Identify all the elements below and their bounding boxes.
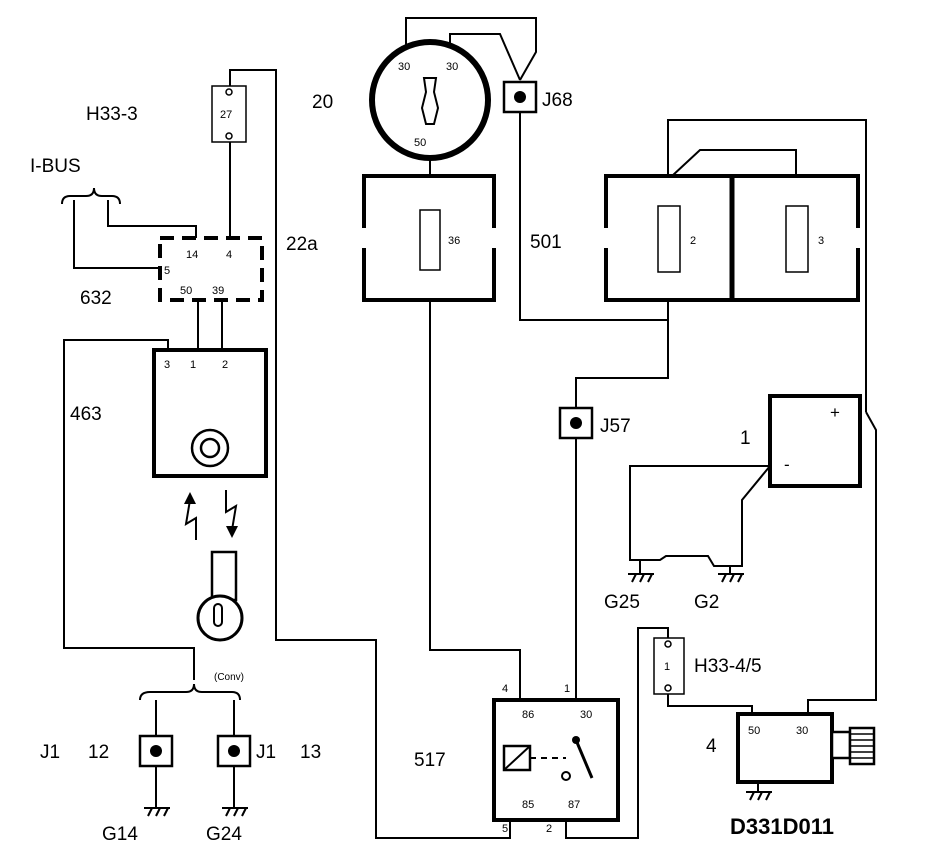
g2-label: G2: [694, 592, 719, 613]
ground-g25-icon: [628, 573, 654, 583]
connector-j1-13: [216, 734, 252, 768]
463-pin-2: 2: [222, 359, 228, 371]
relay-pin-1: 1: [564, 683, 570, 695]
wire-relay2-h33: [565, 627, 669, 839]
starter-pin-50: 50: [748, 725, 760, 737]
relay-switch-icon: [574, 739, 594, 779]
battery-label: 1: [740, 428, 751, 449]
relay-label: 517: [414, 750, 446, 771]
fuse-box-36: 36: [360, 174, 498, 302]
relay-pin-30: 30: [580, 709, 592, 721]
h33-4-5-fuse: 1: [664, 661, 670, 673]
j57-label: J57: [600, 416, 631, 437]
fuse-27: 27: [211, 85, 247, 143]
wire-ibus-5: [73, 200, 160, 269]
fuse-h33-4-5: 1: [653, 637, 685, 695]
g14-label: G14: [102, 824, 138, 845]
632-pin-39: 39: [212, 285, 224, 297]
h33-4-5-label: H33-4/5: [694, 656, 762, 677]
632-pin-5: 5: [164, 265, 170, 277]
wire-36-relay4: [429, 270, 521, 700]
wire-463-3: [63, 339, 195, 680]
632-label: 632: [80, 288, 112, 309]
j1-12-prefix: J1: [40, 742, 60, 763]
relay-517: 4 1 86 30 85 87: [492, 683, 620, 822]
j1-13-prefix: J1: [256, 742, 276, 763]
g24-label: G24: [206, 824, 242, 845]
key-slot-icon: [420, 77, 440, 125]
fuse-36-label: 36: [448, 235, 460, 247]
h33-3-label: H33-3: [86, 104, 138, 125]
wire-h33-starter: [667, 694, 753, 714]
wire-h33-top: [229, 69, 511, 839]
ground-g14-icon: [144, 807, 170, 817]
ground-g24-icon: [222, 807, 248, 817]
fuse-box-501: 2 3: [602, 174, 862, 302]
diagram-id: D331D011: [730, 814, 834, 839]
ground-g2-icon: [718, 573, 744, 583]
20-pin-50: 50: [414, 137, 426, 149]
463-pin-3: 3: [164, 359, 170, 371]
632-pin-14: 14: [186, 249, 198, 261]
501-fuse-3: 3: [818, 235, 824, 247]
501-label: 501: [530, 232, 562, 253]
relay-pin-5: 5: [502, 823, 508, 835]
connector-j68: [502, 80, 538, 114]
conv-brace: [139, 683, 241, 701]
battery-1: + -: [768, 394, 862, 488]
j1-13-num: 13: [300, 742, 321, 763]
wire-ibus-14: [107, 200, 197, 240]
relay-pin-85: 85: [522, 799, 534, 811]
ibus-label: I-BUS: [30, 156, 81, 177]
relay-pin-86: 86: [522, 709, 534, 721]
starter-pin-30: 30: [796, 725, 808, 737]
relay-pin-87: 87: [568, 799, 580, 811]
wire-batt-starter: [807, 411, 877, 714]
battery-neg: -: [784, 455, 790, 474]
632-pin-4: 4: [226, 249, 232, 261]
wire-501-batt: [667, 119, 867, 412]
wire-batt-neg: [629, 465, 771, 567]
wire-501-j57: [575, 300, 669, 410]
relay-pin-2: 2: [546, 823, 552, 835]
fuse-27-label: 27: [220, 109, 232, 121]
module-632: 14 4 5 50 39: [158, 236, 264, 302]
463-label: 463: [70, 404, 102, 425]
starter-4: 50 30: [736, 712, 876, 784]
connector-j1-12: [138, 734, 174, 768]
key-fob-icon: [196, 550, 244, 642]
20-label: 20: [312, 92, 333, 113]
wire-501-inner: [671, 149, 797, 177]
battery-pos: +: [830, 403, 840, 422]
20-pin-30a: 30: [398, 61, 410, 73]
463-pin-1: 1: [190, 359, 196, 371]
632-pin-50: 50: [180, 285, 192, 297]
20-pin-30b: 30: [446, 61, 458, 73]
connector-j57: [558, 406, 594, 440]
wire-20-j68-a: [405, 17, 537, 81]
radio-signal-icon: [184, 490, 238, 540]
ibus-brace: [61, 187, 121, 205]
starter-label: 4: [706, 736, 717, 757]
ignition-switch-20: 30 30 50: [369, 39, 491, 161]
conv-label: (Conv): [214, 672, 244, 683]
ground-starter-icon: [746, 782, 772, 801]
22a-label: 22a: [286, 234, 318, 255]
501-fuse-2: 2: [690, 235, 696, 247]
j1-12-num: 12: [88, 742, 109, 763]
j68-label: J68: [542, 90, 573, 111]
module-463: 3 1 2: [152, 348, 268, 478]
g25-label: G25: [604, 592, 640, 613]
relay-pin-4: 4: [502, 683, 508, 695]
